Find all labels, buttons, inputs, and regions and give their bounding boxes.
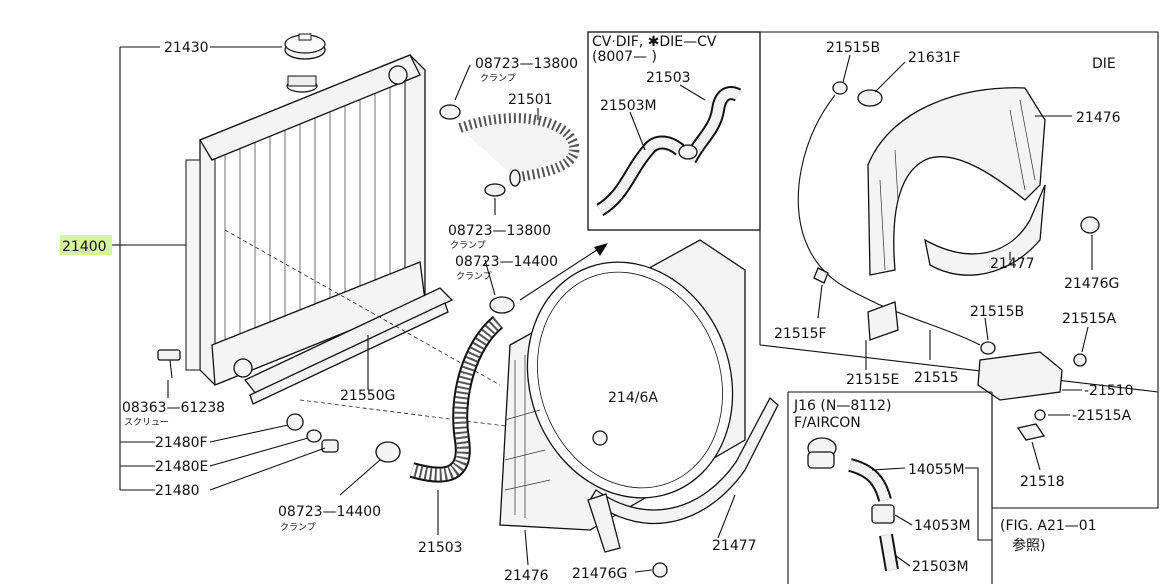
label-08363-61238: 08363—61238 [122,400,225,416]
label-21503m-inset: 21503M [600,98,657,114]
clamp-icon [375,104,515,463]
label-21503-bottom: 21503 [418,540,463,556]
upper-hose-21501 [458,113,580,187]
inset-cv-dif [587,31,761,231]
label-21430: 21430 [164,40,209,56]
label-21515: 21515 [914,370,959,386]
drain-parts [157,349,339,453]
label-21518: 21518 [1020,474,1065,490]
part-labels: 21430 21400 08363—61238 スクリュー 21480F 214… [60,34,1134,584]
arrow-icon [519,243,608,301]
inset1-title-1: CV·DIF, ✱DIE—CV [592,34,717,50]
left-leaders [119,46,601,491]
label-08723-13800-b: 08723—13800 [448,223,551,239]
label-21631f: 21631F [908,50,961,66]
overflow-tube [797,54,981,346]
label-214-6a: 214/6A [608,390,658,406]
label-21476g-right: 21476G [1064,276,1119,292]
ref-note-1: (FIG. A21—01 [1000,518,1097,534]
label-14055m: 14055M [908,462,965,478]
lower-shroud-21477 [587,396,779,553]
label-21515a-1: 21515A [1062,311,1117,327]
label-08723-13800-a: 08723—13800 [475,56,578,72]
label-21503m-lower: 21503M [912,559,969,575]
label-21477-bottom: 21477 [712,538,757,554]
label-14053m: 14053M [914,518,971,534]
label-21476-bottom: 21476 [504,568,549,584]
inset2-title-1: J16 (N—8112) [793,398,891,414]
label-21550g: 21550G [340,388,395,404]
label-08723-14400-c-sub: クランプ [456,271,492,282]
inset2-title-2: F/AIRCON [794,415,861,431]
label-21515b-top: 21515B [826,40,880,56]
reservoir-tank [865,301,1089,471]
label-die: DIE [1092,56,1116,72]
radiator [185,54,426,386]
label-21515b-mid: 21515B [970,304,1024,320]
label-21515f: 21515F [774,326,827,342]
label-21480e: 21480E [155,459,208,475]
inset-aircon [787,391,993,584]
lower-hose-21503 [409,315,504,483]
label-08723-13800-b-sub: クランプ [450,240,486,251]
label-08363-sub: スクリュー [124,417,169,428]
label-08723-13800-a-sub: クランプ [480,73,516,84]
label-21515a-2: -21515A [1072,408,1132,424]
label-21480f: 21480F [155,435,208,451]
label-08723-14400-c: 08723—14400 [455,254,558,270]
ref-note-2: 参照) [1012,537,1045,554]
label-08723-14400-d-sub: クランプ [280,522,316,533]
inset1-title-2: (8007— ) [592,49,657,65]
die-shroud [867,87,1100,276]
label-21501: 21501 [508,92,553,108]
label-08723-14400-d: 08723—14400 [278,504,381,520]
label-21480: 21480 [155,483,200,499]
label-21476-right: 21476 [1076,110,1121,126]
fan-shroud-21476 [499,239,746,578]
label-21476g-bottom: 21476G [572,566,627,582]
label-21510: -21510 [1084,383,1134,399]
label-21400: 21400 [62,239,107,255]
label-21515e: 21515E [846,372,899,388]
label-21477-right: 21477 [990,256,1035,272]
label-21503-inset: 21503 [646,70,691,86]
radiator-cap-icon [284,33,326,60]
